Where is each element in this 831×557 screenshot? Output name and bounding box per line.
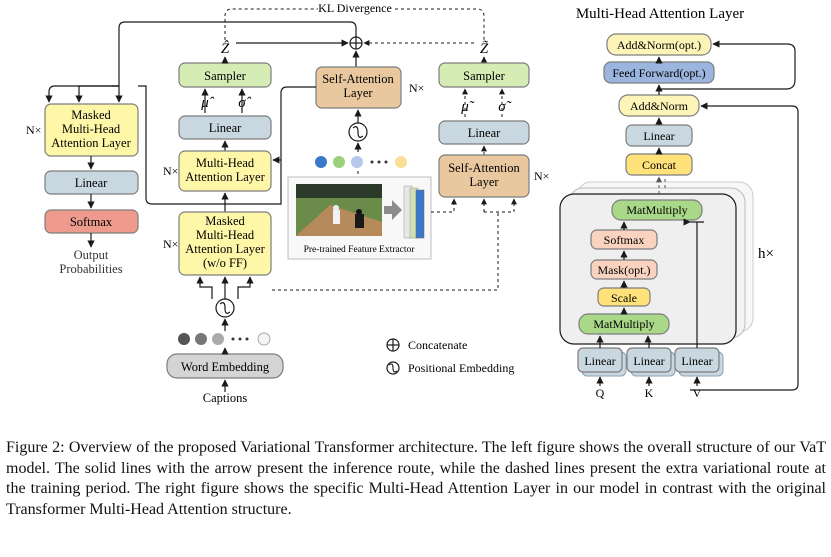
posterior-linear-label: Linear: [209, 121, 242, 135]
caption-line-3: while the dashed lines present the extra…: [6, 459, 826, 498]
softmax-label: Softmax: [70, 215, 113, 229]
scale-label: Scale: [611, 291, 637, 305]
decoder-n-times: N×: [26, 123, 41, 137]
k-label: K: [645, 386, 654, 400]
video-frame-image: [296, 184, 382, 236]
q-label: Q: [596, 386, 605, 400]
linear-q-label: Linear: [584, 354, 615, 368]
posterior-n-times: N×: [163, 164, 178, 178]
posterior-mu: μ̂: [200, 95, 215, 111]
posterior-sampler-label: Sampler: [204, 69, 246, 83]
feature-maps: [403, 185, 425, 239]
word-embedding-label: Word Embedding: [181, 360, 270, 374]
extractor-arrow: [384, 200, 402, 220]
video-feature-dots: [315, 156, 407, 168]
mha-softmax-label: Softmax: [604, 233, 645, 247]
v-label: V: [693, 386, 702, 400]
matmul-bottom-label: MatMultiply: [593, 317, 654, 331]
prior-sampler-label: Sampler: [463, 69, 505, 83]
linear-k-label: Linear: [633, 354, 664, 368]
figure-caption: Figure 2: Overview of the proposed Varia…: [6, 438, 826, 520]
caption-line-5: Multi-Head Attention structure.: [89, 500, 292, 518]
decoder-linear-label: Linear: [75, 176, 108, 190]
linear-v-label: Linear: [681, 354, 712, 368]
mha-title: Multi-Head Attention Layer: [576, 6, 744, 22]
caption-line-1: Figure 2: Overview of the proposed Varia…: [6, 439, 620, 456]
posterior-mha-box: [178, 150, 272, 192]
add-norm-opt-box: [606, 33, 712, 56]
qkv-linears: Linear Linear Linear: [577, 347, 724, 377]
feed-forward-label: Feed Forward(opt.): [612, 66, 705, 80]
matmul-top-label: MatMultiply: [626, 203, 687, 217]
caption-line-4: shows the specific Multi-Head Attention …: [6, 480, 826, 518]
kl-divergence-label: KL Divergence: [318, 1, 392, 15]
legend: Concatenate Positional Embedding: [386, 338, 514, 375]
mask-label: Mask(opt.): [598, 263, 651, 277]
legend-concatenate-label: Concatenate: [408, 338, 467, 352]
masked-mha-wo-ff-box: [178, 211, 272, 276]
prior-sigma: σ̃: [498, 99, 511, 115]
masked-mha-wo-ff-n-times: N×: [163, 237, 178, 251]
add-norm-opt-label: Add&Norm(opt.): [617, 38, 701, 52]
video-n-times: N×: [409, 81, 424, 95]
posterior-sigma: σ̂: [238, 95, 251, 111]
z-tilde: Z̃: [480, 41, 489, 57]
prior-self-attention-box: [438, 154, 530, 198]
latent-variables: KL Divergence Ẑ Z̃: [45, 1, 489, 103]
h-times-label: h×: [758, 246, 774, 262]
z-hat: Ẑ: [221, 40, 230, 57]
legend-positional-label: Positional Embedding: [408, 361, 514, 375]
concat-label: Concat: [642, 158, 677, 172]
prior-sampler-box: [438, 62, 530, 88]
feature-extractor-label: Pre-trained Feature Extractor: [304, 245, 416, 255]
posterior-linear-box: [178, 115, 272, 140]
prior-linear-box: [438, 120, 530, 145]
prior-n-times: N×: [534, 169, 549, 183]
prior-linear-label: Linear: [468, 126, 501, 140]
word-embedding-dots: [178, 332, 271, 346]
prior-mu: μ̃: [460, 99, 475, 115]
mha-linear-label: Linear: [643, 129, 674, 143]
matmul-top-box: [611, 199, 703, 221]
mha-detail: Multi-Head Attention Layer Add&Norm(opt.…: [559, 6, 799, 400]
caption-line-2: the overall structure of our VaT model. …: [6, 439, 827, 477]
add-norm-label: Add&Norm: [630, 99, 689, 113]
captions-label: Captions: [203, 391, 248, 405]
